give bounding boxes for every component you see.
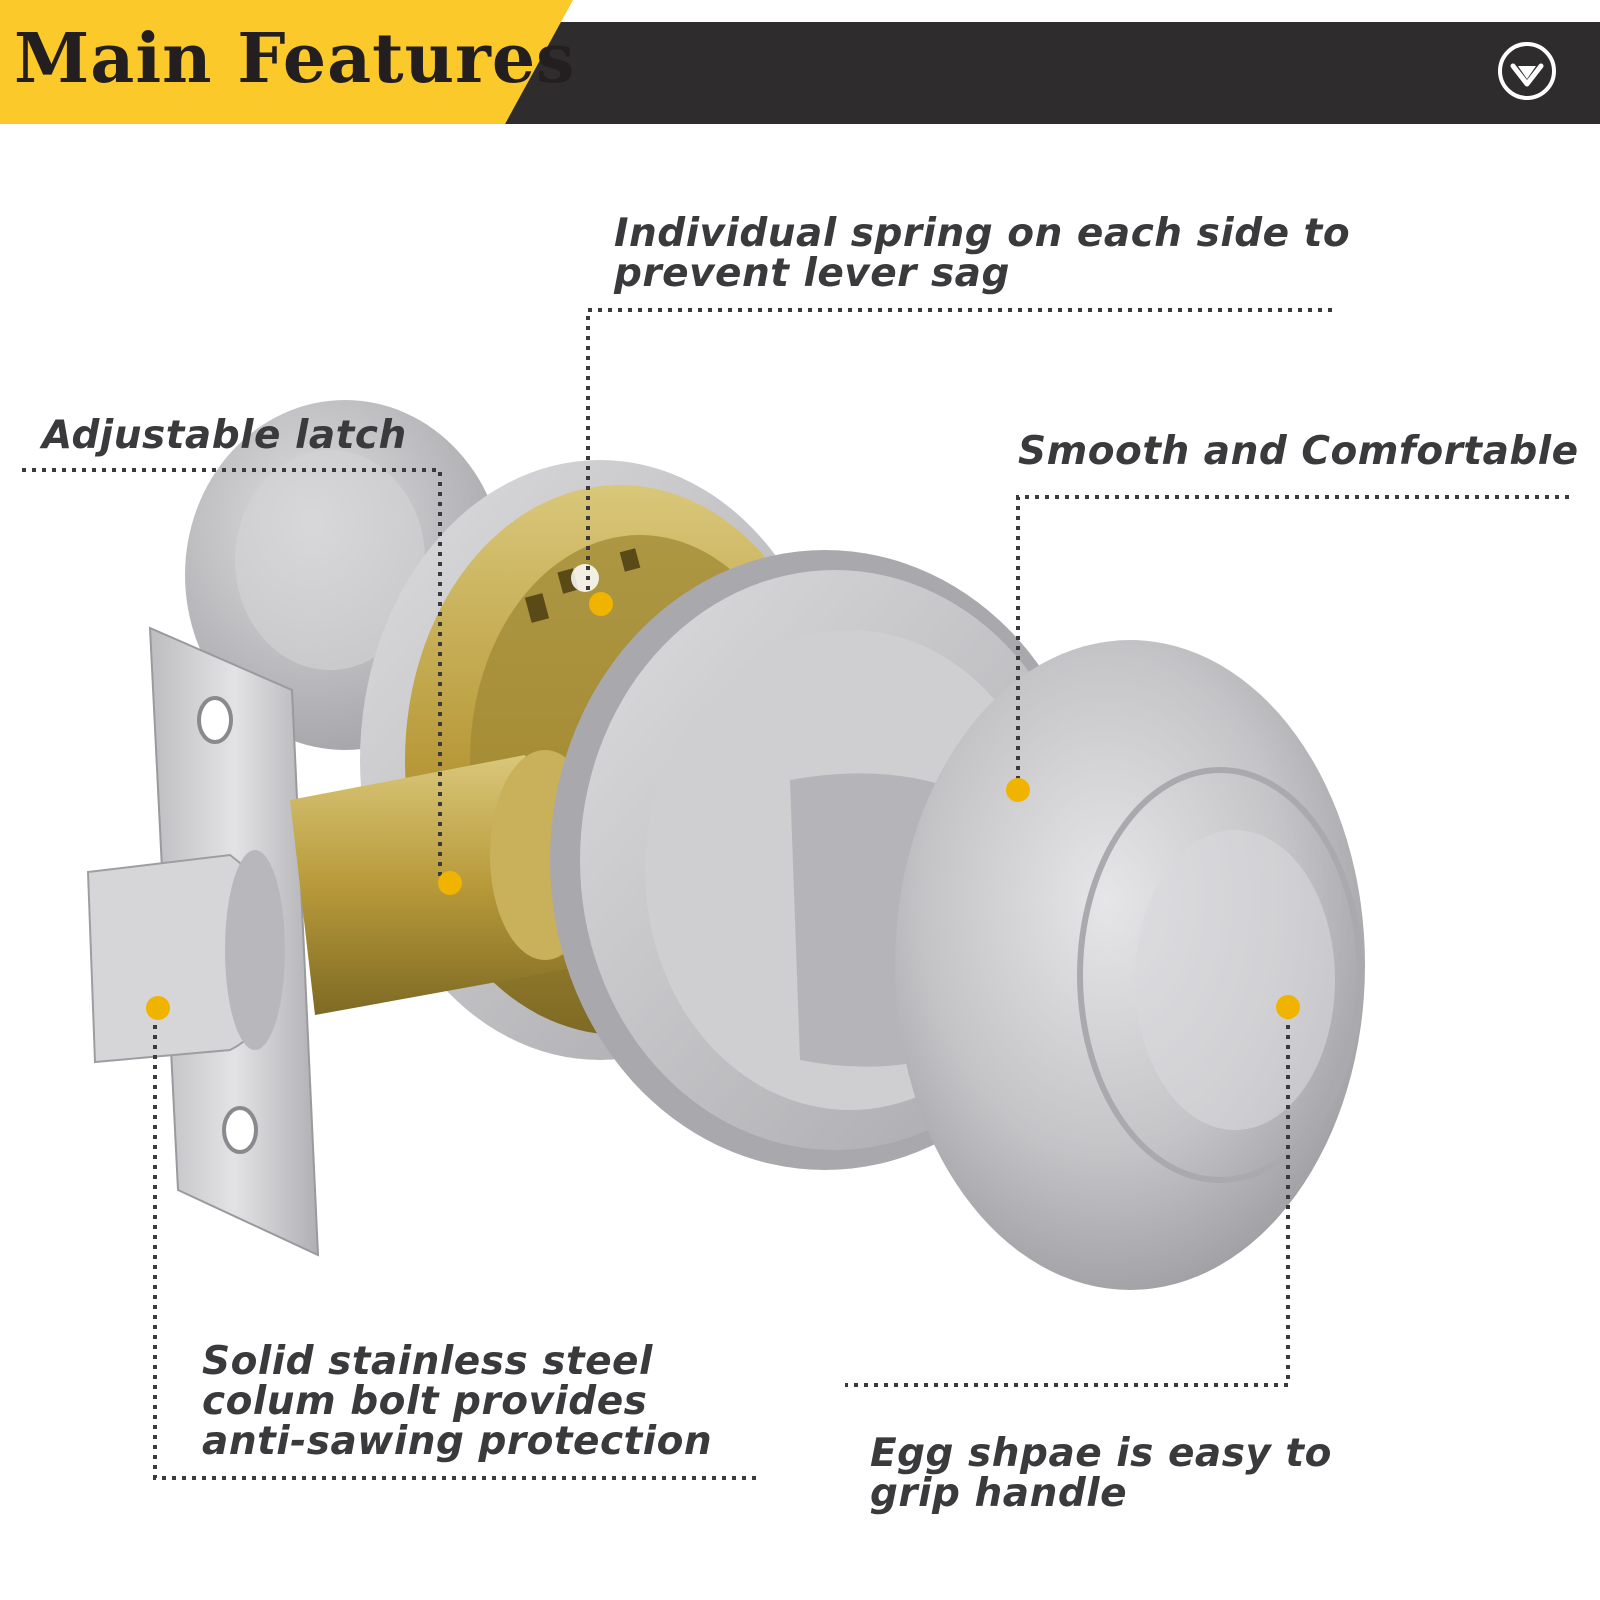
callout-egg: Egg shpae is easy to grip handle (870, 1434, 1332, 1514)
callout-bolt-line-2: colum bolt provides (202, 1379, 648, 1424)
leader-latch (22, 468, 442, 880)
callout-spring-line-2: prevent lever sag (614, 251, 1010, 296)
callout-bolt: Solid stainless steel colum bolt provide… (202, 1342, 712, 1462)
marker-spring (589, 592, 613, 616)
leader-smooth (1016, 495, 1573, 790)
latch-bolt (86, 850, 285, 1064)
chevron-down-icon[interactable] (1496, 40, 1558, 102)
callout-markers (146, 592, 1300, 1020)
page-title: Main Features (14, 19, 576, 99)
banner-yellow-tab (0, 0, 573, 124)
callout-spring-line-1: Individual spring on each side to (614, 211, 1351, 256)
banner-dark-bar (505, 22, 1600, 124)
marker-bolt (146, 996, 170, 1020)
callout-bolt-line-1: Solid stainless steel (202, 1339, 653, 1384)
front-knob (790, 640, 1365, 1290)
callout-smooth-line-1: Smooth and Comfortable (1018, 429, 1579, 474)
callout-egg-line-2: grip handle (870, 1471, 1128, 1516)
callout-bolt-line-3: anti-sawing protection (202, 1419, 713, 1464)
callout-latch: Adjustable latch (42, 416, 407, 456)
callout-egg-line-1: Egg shpae is easy to (870, 1431, 1332, 1476)
leader-spring (586, 308, 1335, 590)
callout-latch-line-1: Adjustable latch (42, 413, 407, 458)
callout-smooth: Smooth and Comfortable (1018, 432, 1579, 472)
marker-smooth (1006, 778, 1030, 802)
callout-spring: Individual spring on each side to preven… (614, 214, 1350, 294)
callout-leaders (22, 308, 1573, 1480)
header-banner: Main Features (0, 0, 1600, 124)
banner-background (0, 0, 1600, 124)
marker-egg (1276, 995, 1300, 1019)
marker-latch (438, 871, 462, 895)
leader-bolt (153, 1005, 756, 1480)
leader-egg (845, 1005, 1290, 1387)
